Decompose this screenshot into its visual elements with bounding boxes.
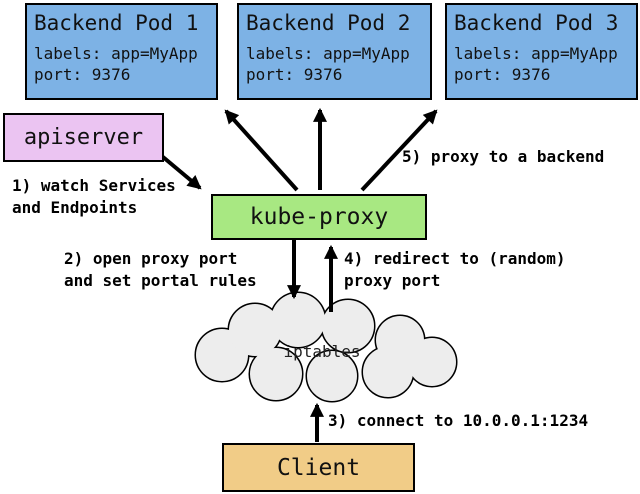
- backend-pod-1-labels: labels: app=MyApp: [34, 44, 198, 63]
- iptables-cloud: [194, 291, 458, 403]
- backend-pod-2-labels: labels: app=MyApp: [246, 44, 410, 63]
- backend-pod-1-box: Backend Pod 1 labels: app=MyApp port: 93…: [25, 3, 218, 100]
- annotation-step4: 4) redirect to (random) proxy port: [344, 248, 566, 292]
- backend-pod-3-box: Backend Pod 3 labels: app=MyApp port: 93…: [445, 3, 638, 100]
- annotation-step2: 2) open proxy port and set portal rules: [64, 248, 257, 292]
- apiserver-box: apiserver: [3, 113, 164, 162]
- backend-pod-3-title: Backend Pod 3: [454, 11, 619, 35]
- arrow-apiserver-to-kubeproxy: [155, 150, 202, 190]
- kube-proxy-box: kube-proxy: [211, 194, 427, 240]
- backend-pod-3-port: port: 9376: [454, 65, 551, 84]
- annotation-step2-line1: 2) open proxy port: [64, 249, 238, 268]
- annotation-step2-line2: and set portal rules: [64, 271, 257, 290]
- backend-pod-2-port: port: 9376: [246, 65, 343, 84]
- kube-proxy-label: kube-proxy: [249, 204, 389, 230]
- backend-pod-2-title: Backend Pod 2: [246, 11, 411, 35]
- annotation-step1-line2: and Endpoints: [12, 198, 138, 217]
- apiserver-label: apiserver: [23, 125, 144, 150]
- annotation-step5-line1: 5) proxy to a backend: [402, 147, 605, 166]
- backend-pod-2-box: Backend Pod 2 labels: app=MyApp port: 93…: [237, 3, 432, 100]
- client-box: Client: [222, 443, 415, 492]
- annotation-step1: 1) watch Services and Endpoints: [12, 175, 176, 219]
- backend-pod-3-labels: labels: app=MyApp: [454, 44, 618, 63]
- annotation-step3-line1: 3) connect to 10.0.0.1:1234: [328, 411, 589, 430]
- arrow-kubeproxy-to-pod3: [360, 109, 438, 192]
- annotation-step4-line2: proxy port: [344, 271, 441, 290]
- annotation-step3: 3) connect to 10.0.0.1:1234: [328, 410, 588, 432]
- annotation-step1-line1: 1) watch Services: [12, 176, 176, 195]
- backend-pod-1-title: Backend Pod 1: [34, 11, 199, 35]
- client-label: Client: [276, 454, 361, 481]
- annotation-step5: 5) proxy to a backend: [402, 146, 604, 168]
- iptables-label: iptables: [283, 342, 361, 361]
- annotation-step4-line1: 4) redirect to (random): [344, 249, 566, 268]
- backend-pod-1-port: port: 9376: [34, 65, 131, 84]
- arrow-kubeproxy-to-pod1: [224, 109, 299, 192]
